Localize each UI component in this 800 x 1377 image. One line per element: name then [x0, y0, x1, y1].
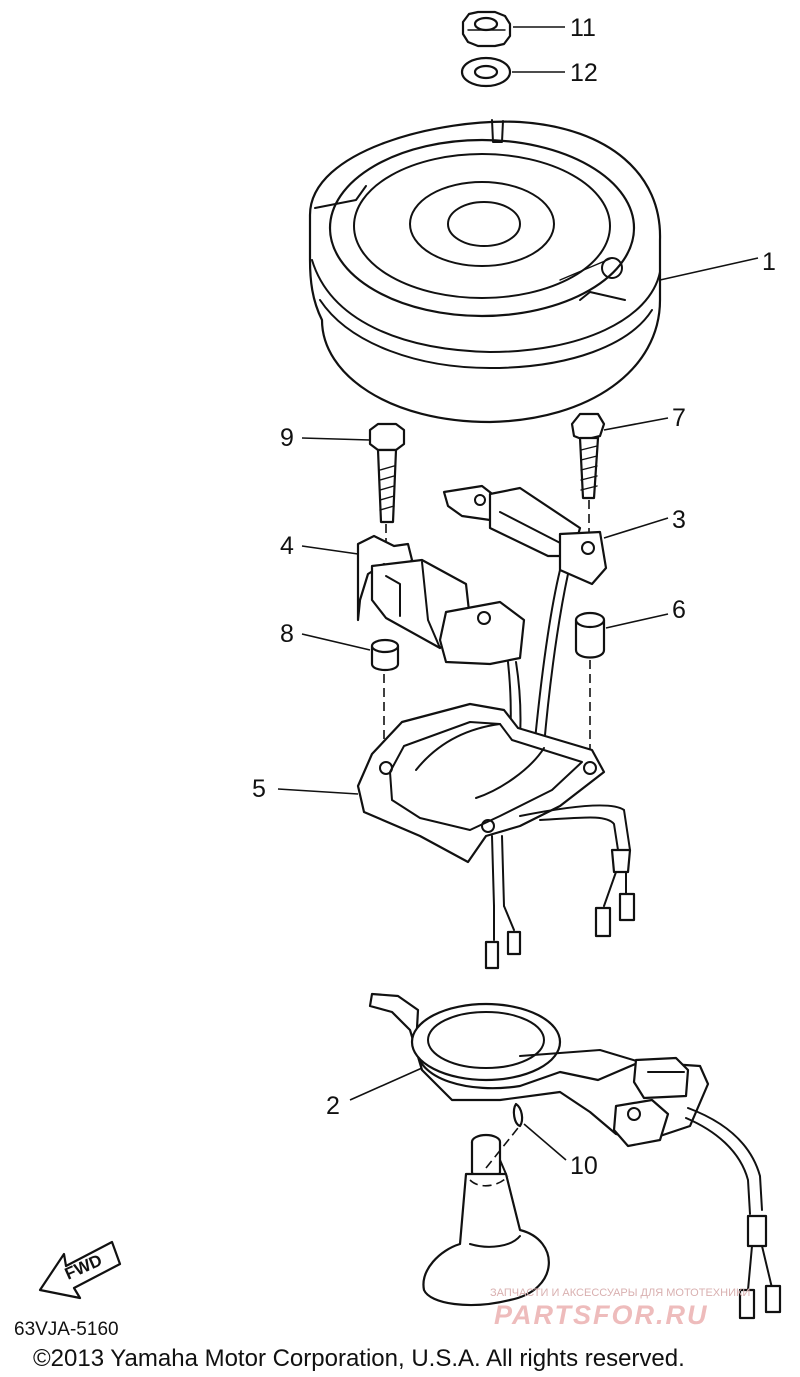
callout-4: 4 [280, 532, 294, 560]
collar-left-part [370, 638, 400, 672]
woodruff-key-part [512, 1102, 524, 1128]
bolt-right-part [570, 412, 606, 500]
washer-part [460, 56, 512, 88]
bolt-left-part [368, 422, 406, 524]
charge-coil-part [356, 534, 526, 773]
copyright-notice: ©2013 Yamaha Motor Corporation, U.S.A. A… [33, 1345, 685, 1372]
collar-right-part [574, 611, 606, 659]
drawing-code: 63VJA-5160 [14, 1319, 119, 1340]
callout-5: 5 [252, 775, 266, 803]
watermark-site: PARTSFOR.RU [494, 1300, 709, 1330]
flywheel-rotor-part [308, 119, 662, 424]
callout-1: 1 [762, 248, 776, 276]
forward-arrow-icon [38, 1240, 122, 1300]
callout-3: 3 [672, 506, 686, 534]
stator-base-plate-part [356, 702, 632, 907]
callout-12: 12 [570, 59, 598, 87]
wire-terminals-part [484, 871, 636, 970]
callout-11: 11 [570, 14, 596, 42]
callout-6: 6 [672, 596, 686, 624]
ignition-base-part [368, 992, 782, 1320]
callout-8: 8 [280, 620, 294, 648]
callout-7: 7 [672, 404, 686, 432]
callout-2: 2 [326, 1092, 340, 1120]
watermark-tagline: ЗАПЧАСТИ И АКСЕССУАРЫ ДЛЯ МОТОТЕХНИКИ [490, 1287, 750, 1299]
callout-10: 10 [570, 1152, 598, 1180]
nut-part [461, 10, 512, 48]
pulser-coil-part [442, 484, 608, 747]
crankshaft-boss-part [422, 1133, 550, 1306]
callout-9: 9 [280, 424, 294, 452]
